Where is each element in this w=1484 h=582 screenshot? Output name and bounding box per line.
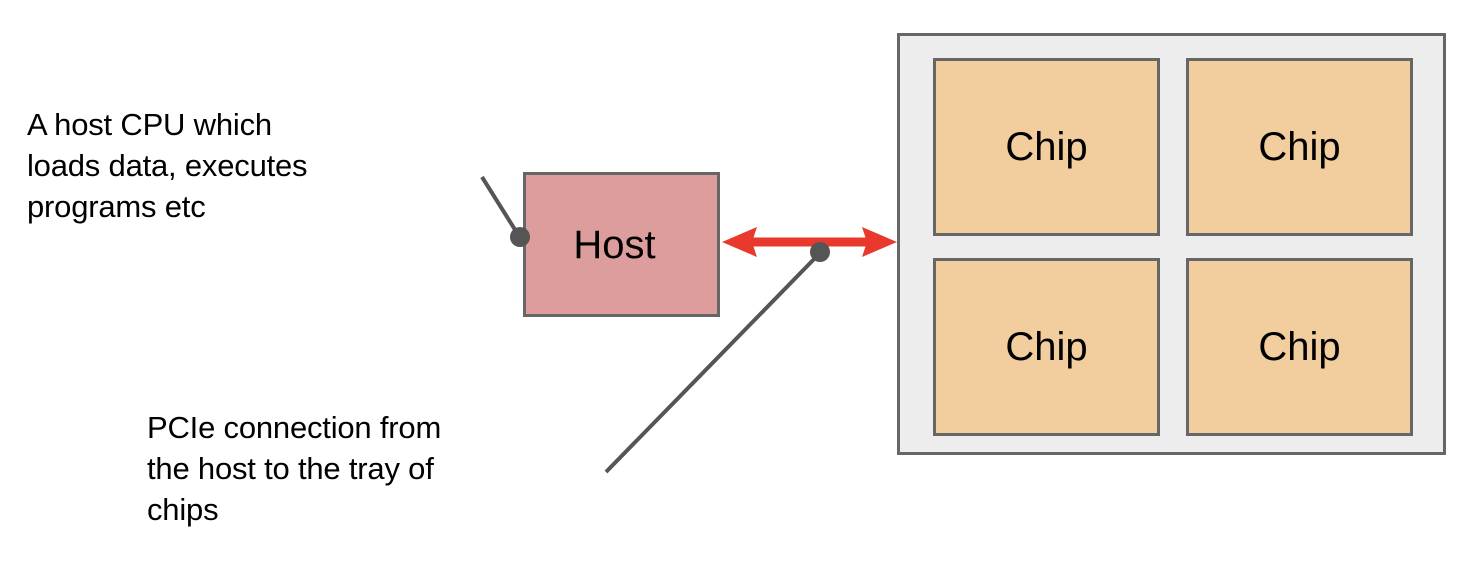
node-chip-0[interactable]: Chip xyxy=(933,58,1160,236)
node-chip-3-label: Chip xyxy=(1258,325,1341,369)
node-chip-1[interactable]: Chip xyxy=(1186,58,1413,236)
connector-pcie-arrow xyxy=(722,227,897,257)
node-chip-2[interactable]: Chip xyxy=(933,258,1160,436)
pcie-arrow-head-left xyxy=(722,227,757,257)
node-chip-1-label: Chip xyxy=(1258,125,1341,169)
pcie-leader-dot xyxy=(810,242,830,262)
annotation-pcie-connection: PCIe connection from the host to the tra… xyxy=(147,410,442,527)
node-chip-0-label: Chip xyxy=(1005,125,1088,169)
host-leader-line xyxy=(480,175,521,238)
node-chip-2-label: Chip xyxy=(1005,325,1088,369)
node-chip-3[interactable]: Chip xyxy=(1186,258,1413,436)
node-host[interactable]: Host xyxy=(523,172,720,317)
node-host-label: Host xyxy=(573,222,656,267)
node-chip-tray[interactable]: Chip Chip Chip Chip xyxy=(897,33,1446,455)
pcie-arrow-head-right xyxy=(862,227,897,257)
annotation-host-cpu: A host CPU which loads data, executes pr… xyxy=(27,107,308,224)
